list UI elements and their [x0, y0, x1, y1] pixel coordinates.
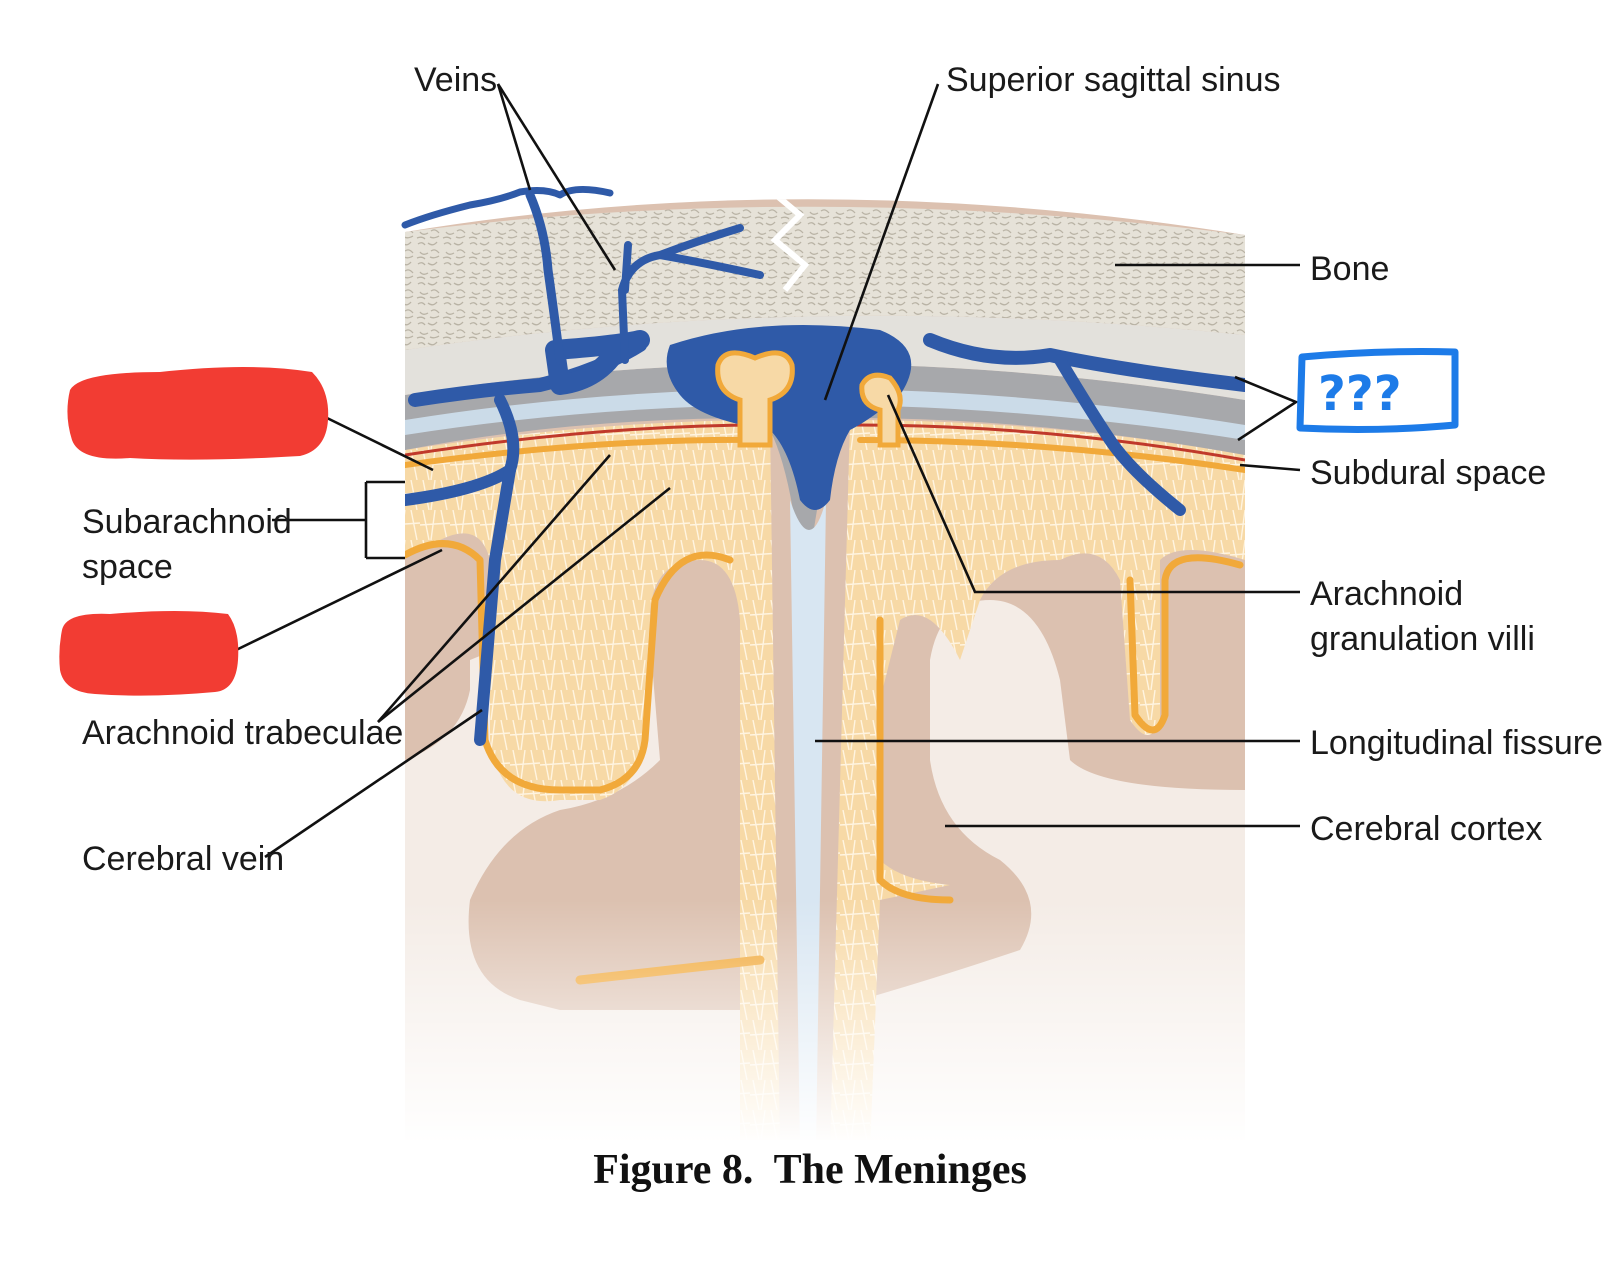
label-arachnoid-granulation-line1: Arachnoid — [1310, 575, 1463, 613]
label-cerebral-vein: Cerebral vein — [82, 840, 284, 878]
external-veins — [401, 186, 764, 365]
arachnoid-granulation-right — [859, 372, 903, 448]
arachnoid-granulation-left — [715, 350, 795, 448]
subarachnoid-space-right — [830, 420, 1245, 1140]
label-cerebral-cortex: Cerebral cortex — [1310, 810, 1542, 848]
bone-layer — [405, 206, 1245, 350]
redacted-label-pia — [59, 611, 239, 696]
subarachnoid-space-left — [405, 420, 780, 1140]
annotation-box: ??? — [1296, 348, 1459, 433]
label-veins: Veins — [414, 61, 497, 99]
label-subdural-space: Subdural space — [1310, 454, 1546, 492]
label-subarachnoid-space-line2: space — [82, 548, 173, 586]
redacted-label-dura — [67, 367, 329, 460]
label-arachnoid-trabeculae: Arachnoid trabeculae — [82, 714, 403, 752]
label-longitudinal-fissure: Longitudinal fissure — [1310, 724, 1603, 762]
label-bone: Bone — [1310, 250, 1389, 288]
label-arachnoid-granulation-line2: granulation villi — [1310, 620, 1535, 658]
label-subarachnoid-space-line1: Subarachnoid — [82, 503, 292, 541]
leader-lines — [231, 83, 1301, 859]
figure-caption: Figure 8. The Meninges — [593, 1147, 1027, 1193]
unknown-layer-label: ??? — [1318, 366, 1402, 422]
label-superior-sagittal-sinus: Superior sagittal sinus — [946, 61, 1281, 99]
